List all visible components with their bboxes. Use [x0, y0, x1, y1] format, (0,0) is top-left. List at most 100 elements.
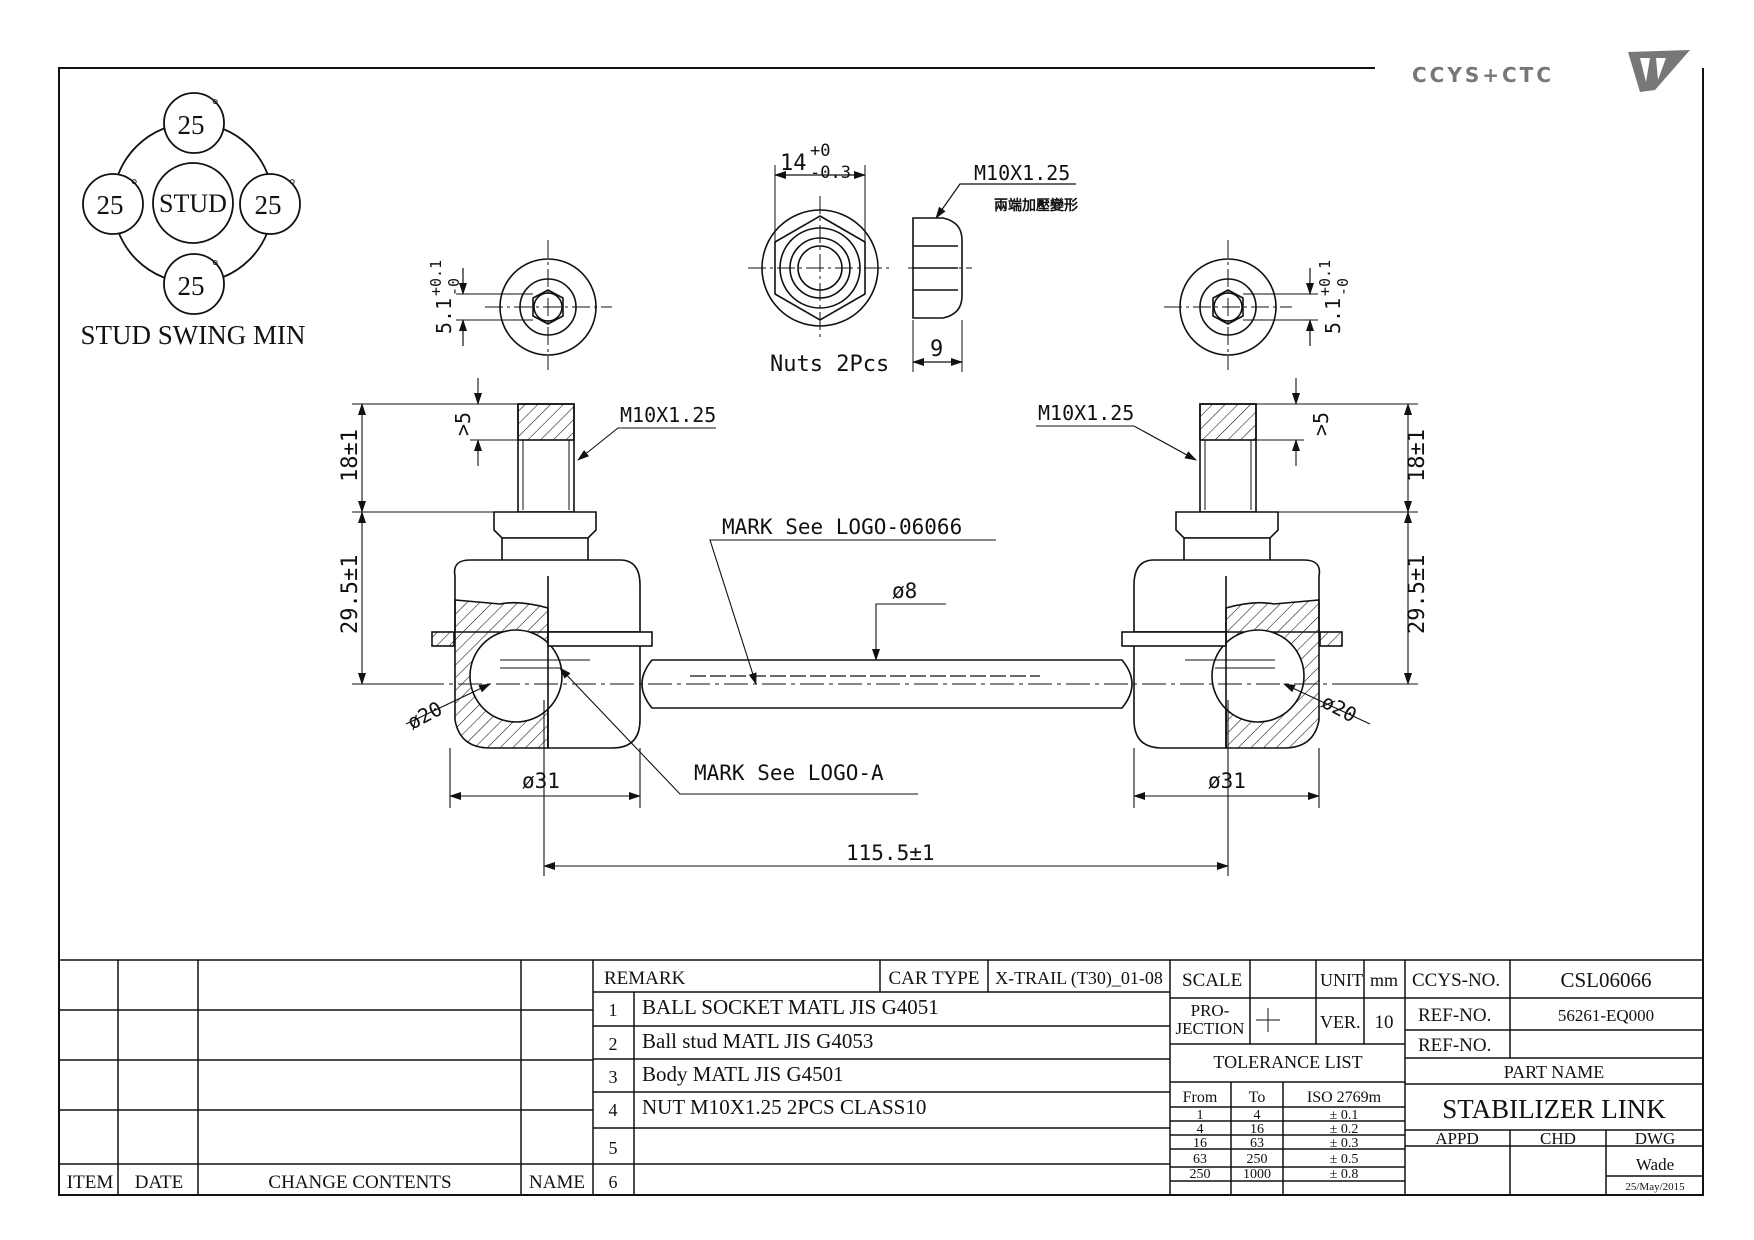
tolerance-cell-to: 1000: [1243, 1167, 1271, 1182]
remark-row-number: 1: [609, 1000, 618, 1020]
dwg-label: DWG: [1635, 1129, 1676, 1148]
degree-mark: °: [212, 258, 218, 275]
remark-row-number: 3: [609, 1067, 618, 1087]
brand-mark-icon: [1628, 50, 1690, 92]
frame: [58, 67, 1704, 1196]
part-table: CCYS-NO. CSL06066 REF-NO. 56261-EQ000 RE…: [1412, 968, 1685, 1193]
nut-side-view: [908, 183, 1076, 372]
appd-label: APPD: [1435, 1129, 1478, 1148]
remark-row-number: 4: [609, 1100, 618, 1120]
dim-295-right: 29.5±1: [1405, 555, 1430, 634]
tolerance-cell-from: 16: [1193, 1136, 1207, 1151]
rod-diameter-label: ø8: [892, 579, 917, 603]
revision-headers: ITEM DATE CHANGE CONTENTS NAME: [67, 1172, 585, 1193]
col-name: NAME: [529, 1172, 585, 1193]
tolerance-cell-tol: ± 0.1: [1330, 1108, 1359, 1123]
hex-dim-base: 5.1: [432, 298, 456, 334]
body-diameter-right: ø31: [1208, 769, 1246, 793]
tolerance-cell-from: 1: [1197, 1108, 1204, 1123]
nut-width-dim: 14 +0 -0.3: [780, 141, 851, 183]
remark-row-number: 6: [609, 1172, 618, 1192]
tolerance-cell-from: 250: [1190, 1167, 1211, 1182]
body-diameter-left: ø31: [522, 769, 560, 793]
nut-front-view: [748, 165, 892, 340]
projection-label: JECTION: [1176, 1019, 1245, 1038]
tolerance-cell-tol: ± 0.8: [1330, 1167, 1359, 1182]
tolerance-cell-tol: ± 0.2: [1330, 1122, 1359, 1137]
dim-18-left: 18±1: [338, 429, 363, 482]
remark-row-text: Body MATL JIS G4501: [642, 1062, 844, 1086]
hex-dim-plus: +0.1: [1316, 260, 1334, 296]
remark-row-number: 2: [609, 1034, 618, 1054]
left-end-top-view: [456, 240, 612, 370]
scale-label: SCALE: [1182, 970, 1242, 991]
car-type-label: CAR TYPE: [889, 968, 980, 989]
stabilizer-rod: [420, 659, 1360, 709]
swing-caption: STUD SWING MIN: [81, 320, 306, 350]
part-name-label: PART NAME: [1504, 1062, 1604, 1082]
remark-row-text: NUT M10X1.25 2PCS CLASS10: [642, 1095, 926, 1119]
degree-mark: °: [131, 177, 137, 194]
dim-5-left: >5: [451, 412, 475, 436]
unit-value: mm: [1370, 970, 1398, 990]
swing-angle-left: 25: [97, 190, 124, 220]
right-hex-dim: 5.1 +0.1 -0: [1316, 260, 1352, 334]
brand-logo: CCYS+CTC: [1412, 50, 1690, 92]
tolerance-cell-from: 63: [1193, 1152, 1207, 1167]
nut-thickness-dim: 9: [930, 337, 943, 362]
ref-no-value: 56261-EQ000: [1558, 1006, 1654, 1025]
drawn-by-value: Wade: [1636, 1155, 1674, 1174]
nut-width-minus: -0.3: [810, 163, 851, 183]
car-type-value: X-TRAIL (T30)_01-08: [995, 968, 1163, 989]
col-item: ITEM: [67, 1172, 114, 1193]
brand-logo-text: CCYS+CTC: [1412, 63, 1554, 87]
tolerance-title: TOLERANCE LIST: [1213, 1052, 1362, 1072]
left-hex-dim: 5.1 +0.1 -0: [427, 260, 463, 334]
thread-label-right: M10X1.25: [1038, 401, 1134, 425]
tolerance-cell-to: 63: [1250, 1136, 1264, 1151]
nut-note-cn: 兩端加壓變形: [994, 197, 1078, 214]
hex-dim-minus: -0: [1334, 278, 1352, 296]
remark-row-text: Ball stud MATL JIS G4053: [642, 1029, 873, 1053]
tolerance-cell-tol: ± 0.5: [1330, 1152, 1359, 1167]
stud-swing-diagram: 25 25 25 25 ° ° ° ° STUD STUD SWING MIN: [81, 92, 306, 350]
tol-header-iso: ISO 2769m: [1307, 1089, 1382, 1106]
remark-label: REMARK: [604, 968, 686, 989]
main-dimension-lines: [352, 378, 1418, 876]
tol-header-from: From: [1183, 1089, 1218, 1106]
projection-label: PRO-: [1191, 1001, 1230, 1020]
remark-row-number: 5: [609, 1138, 618, 1158]
thread-label-left: M10X1.25: [620, 403, 716, 427]
hex-dim-plus: +0.1: [427, 260, 445, 296]
col-date: DATE: [135, 1172, 184, 1193]
swing-angle-top: 25: [178, 110, 205, 140]
col-change-contents: CHANGE CONTENTS: [268, 1172, 451, 1193]
ball-dia-right: ø20: [1318, 689, 1361, 727]
part-name-value: STABILIZER LINK: [1442, 1094, 1666, 1124]
tolerance-cell-to: 250: [1247, 1152, 1268, 1167]
right-end-top-view: [1164, 240, 1318, 370]
ref-no-label: REF-NO.: [1418, 1005, 1491, 1026]
right-ball-joint: [1121, 403, 1343, 749]
ver-value: 10: [1375, 1012, 1394, 1033]
tol-header-to: To: [1249, 1089, 1266, 1106]
ccys-no-value: CSL06066: [1560, 968, 1651, 992]
tolerance-cell-to: 4: [1254, 1108, 1261, 1123]
hex-dim-minus: -0: [445, 278, 463, 296]
chd-label: CHD: [1540, 1129, 1576, 1148]
main-dimension-text: 18±1 29.5±1 18±1 29.5±1 >5 >5 M10X1.25 M…: [338, 401, 1430, 865]
mark-logo-label: MARK See LOGO-06066: [722, 515, 962, 539]
tolerance-cell-to: 16: [1250, 1122, 1264, 1137]
degree-mark: °: [212, 97, 218, 114]
nut-thread-label: M10X1.25: [974, 161, 1070, 185]
dim-18-right: 18±1: [1405, 429, 1430, 482]
swing-angle-right: 25: [255, 190, 282, 220]
unit-label: UNIT: [1320, 970, 1363, 990]
dim-5-right: >5: [1309, 412, 1333, 436]
swing-center-label: STUD: [159, 189, 227, 218]
ref-no-2-label: REF-NO.: [1418, 1035, 1491, 1056]
nut-width-base: 14: [780, 151, 807, 176]
left-ball-joint: [431, 403, 653, 749]
ball-dia-left: ø20: [403, 696, 446, 734]
